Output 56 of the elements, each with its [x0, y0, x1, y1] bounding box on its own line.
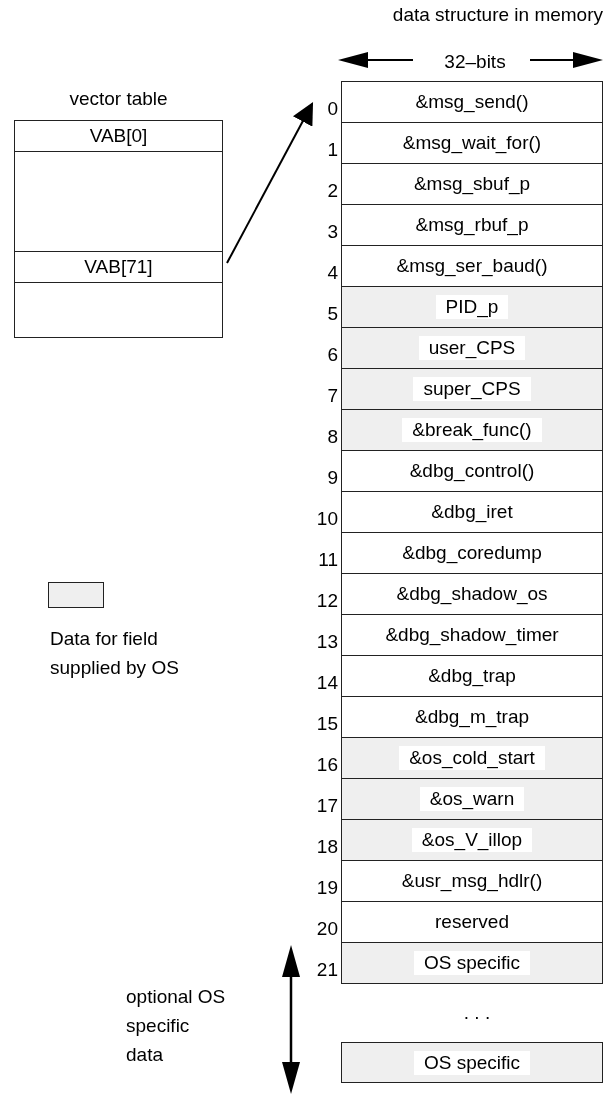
- row-index: 2: [326, 179, 338, 203]
- memory-cell: &msg_send(): [341, 81, 603, 123]
- span-label: optional OS specific data: [126, 986, 226, 1065]
- memory-cell: &break_func(): [341, 409, 603, 451]
- row-index: 7: [326, 384, 338, 408]
- row-index: 1: [326, 138, 338, 162]
- row-index: 4: [326, 261, 338, 285]
- row-index: 19: [315, 876, 338, 900]
- row-index: 5: [326, 302, 338, 326]
- row-index: 8: [326, 425, 338, 449]
- memory-cell: &dbg_shadow_os: [341, 573, 603, 615]
- row-index: 21: [315, 958, 338, 982]
- vector-entry: VAB[0]: [14, 120, 223, 152]
- memory-cell: &dbg_control(): [341, 450, 603, 492]
- memory-cell: &dbg_trap: [341, 655, 603, 697]
- memory-cell: PID_p: [341, 286, 603, 328]
- table-heading: data structure in memory: [392, 4, 603, 25]
- row-index: 14: [315, 671, 338, 695]
- arrow: [226, 102, 314, 264]
- empty-cell: [14, 282, 223, 338]
- row-index: 16: [315, 753, 338, 777]
- memory-cell: &msg_wait_for(): [341, 122, 603, 164]
- memory-cell: &os_cold_start: [341, 737, 603, 779]
- row-index: 13: [315, 630, 338, 654]
- memory-cell: &msg_sbuf_p: [341, 163, 603, 205]
- memory-cell: &dbg_coredump: [341, 532, 603, 574]
- row-index: 17: [315, 794, 338, 818]
- memory-cell: &dbg_m_trap: [341, 696, 603, 738]
- continuation-dots: . . .: [463, 1002, 491, 1023]
- row-index: 3: [326, 220, 338, 244]
- memory-cell: &dbg_iret: [341, 491, 603, 533]
- memory-cell: &usr_msg_hdlr(): [341, 860, 603, 902]
- memory-cell: user_CPS: [341, 327, 603, 369]
- row-index: 18: [315, 835, 338, 859]
- memory-cell: super_CPS: [341, 368, 603, 410]
- row-index: 15: [315, 712, 338, 736]
- dimension-label: 32–bits: [444, 51, 506, 72]
- memory-cell: reserved: [341, 901, 603, 943]
- empty-cell: [14, 151, 223, 252]
- memory-cell: &os_warn: [341, 778, 603, 820]
- legend-text: Data for field supplied by OS: [50, 628, 179, 678]
- row-index: 12: [315, 589, 338, 613]
- memory-cell: &os_V_illop: [341, 819, 603, 861]
- memory-cell: OS specific: [341, 1042, 603, 1083]
- memory-cell: OS specific: [341, 942, 603, 984]
- memory-cell: &msg_ser_baud(): [341, 245, 603, 287]
- vector-entry: VAB[71]: [14, 251, 223, 283]
- row-index: 0: [326, 97, 338, 121]
- table-heading: vector table: [69, 88, 168, 109]
- row-index: 10: [315, 507, 338, 531]
- memory-cell: &msg_rbuf_p: [341, 204, 603, 246]
- memory-cell: &dbg_shadow_timer: [341, 614, 603, 656]
- row-index: 11: [317, 548, 338, 572]
- row-index: 6: [326, 343, 338, 367]
- row-index: 20: [315, 917, 338, 941]
- row-index: 9: [326, 466, 338, 490]
